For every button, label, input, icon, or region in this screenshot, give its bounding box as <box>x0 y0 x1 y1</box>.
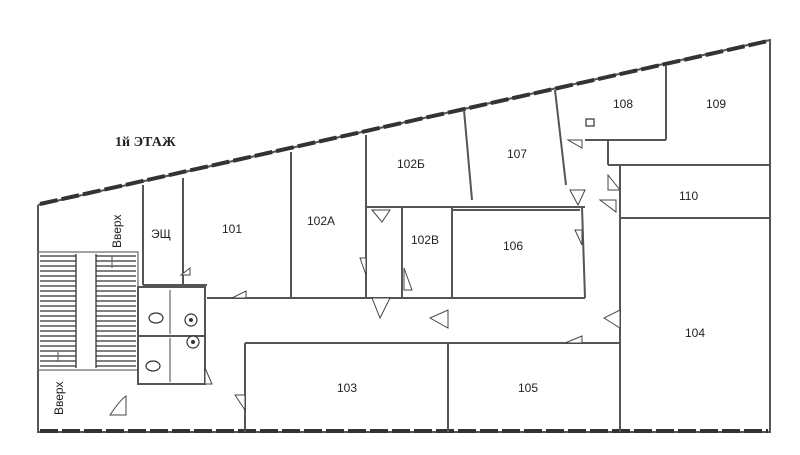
stairwell <box>37 251 139 371</box>
doors <box>109 139 622 416</box>
room-label-101: 101 <box>222 222 242 236</box>
stair-up-label-top: Вверх <box>110 215 124 248</box>
interior-walls <box>137 66 770 432</box>
room-label-shch: ЭЩ <box>151 227 171 241</box>
stair-flight-right <box>96 255 136 367</box>
toilet-bowl-top <box>148 312 164 324</box>
north-windows <box>39 39 769 206</box>
room-label-107: 107 <box>507 147 527 161</box>
room-label-110: 110 <box>679 189 698 203</box>
sanitary-fixtures <box>145 118 595 372</box>
room-label-104: 104 <box>685 326 705 340</box>
stair-flight-left <box>40 255 76 367</box>
room-label-102v: 102В <box>411 233 439 247</box>
room-label-108: 108 <box>613 97 633 111</box>
room-label-102a: 102А <box>307 214 335 228</box>
outer-walls <box>37 38 771 433</box>
outlet-icon <box>585 118 595 127</box>
floor-title: 1й ЭТАЖ <box>115 135 176 150</box>
room-label-106: 106 <box>503 239 523 253</box>
room-label-103: 103 <box>337 381 357 395</box>
room-label-102b: 102Б <box>397 157 425 171</box>
room-label-105: 105 <box>518 381 538 395</box>
room-label-109: 109 <box>706 97 726 111</box>
toilet-bowl-bottom <box>145 360 161 372</box>
stair-up-label-bottom: Вверх <box>52 382 66 415</box>
